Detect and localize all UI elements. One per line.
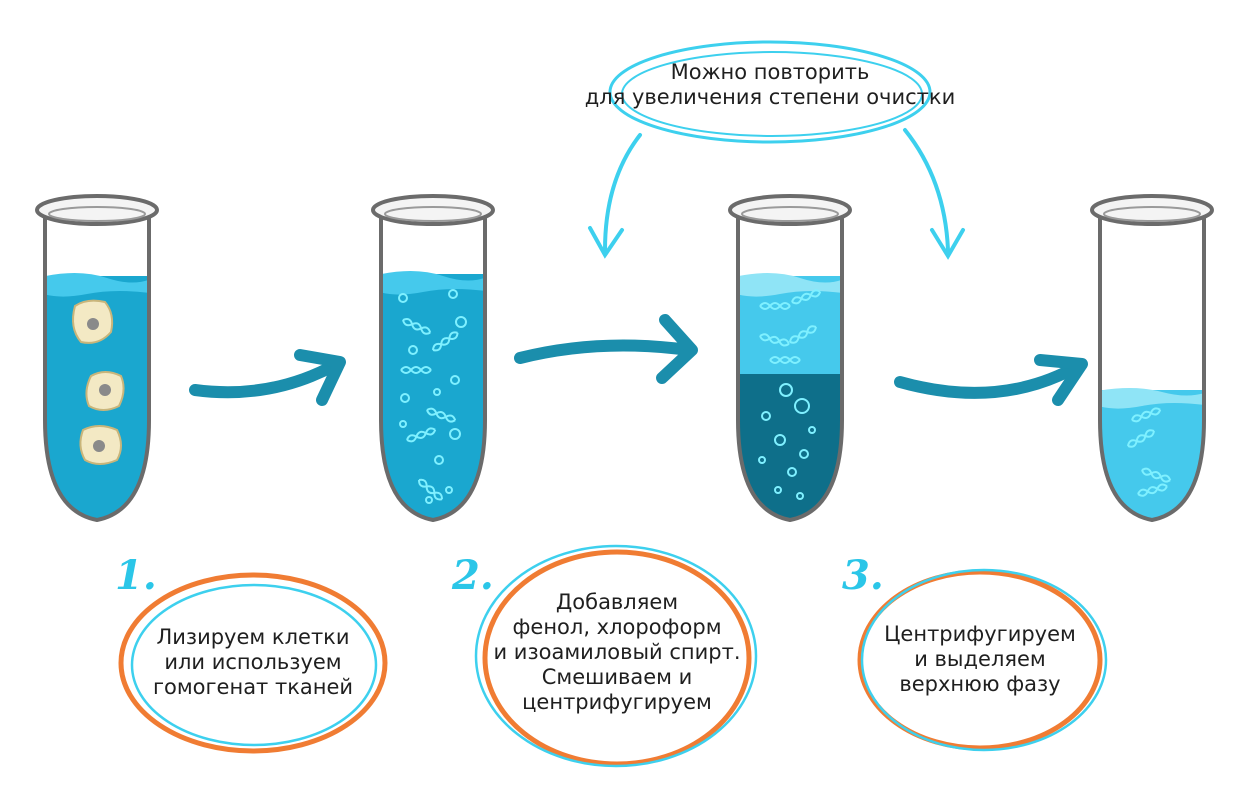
step-3-number: 3. bbox=[842, 552, 884, 599]
repeat-arrow-right bbox=[903, 128, 965, 260]
process-arrow-1 bbox=[189, 349, 346, 406]
step-1-line: или используем bbox=[164, 650, 342, 674]
step-3-text: Центрифугируем и выделяем верхнюю фазу bbox=[875, 622, 1085, 697]
step-3-line: и выделяем bbox=[914, 647, 1046, 671]
step-1-line: гомогенат тканей bbox=[152, 675, 354, 699]
repeat-arrow-left bbox=[588, 133, 642, 259]
repeat-note-bubble bbox=[608, 40, 932, 144]
cell-icon bbox=[79, 425, 122, 465]
dna-fragments bbox=[398, 289, 467, 504]
step-3-line: верхнюю фазу bbox=[899, 672, 1061, 696]
step-2-line: Добавляем bbox=[555, 590, 679, 614]
tube-2 bbox=[371, 194, 495, 523]
tube-1 bbox=[35, 194, 159, 523]
step-1-number: 1. bbox=[115, 552, 157, 599]
process-arrow-3 bbox=[894, 354, 1088, 406]
repeat-note-text: Можно повторить для увеличения степени о… bbox=[560, 60, 980, 110]
cell-icon bbox=[72, 299, 114, 344]
step-2-line: фенол, хлороформ bbox=[512, 615, 722, 639]
tube-3 bbox=[728, 194, 852, 523]
step-1-bubble bbox=[118, 572, 388, 754]
step-2-line: центрифугируем bbox=[522, 690, 712, 714]
step-2-text: Добавляем фенол, хлороформ и изоамиловый… bbox=[482, 590, 752, 715]
step-3-line: Центрифугируем bbox=[884, 622, 1076, 646]
step-2-line: и изоамиловый спирт. bbox=[493, 640, 741, 664]
step-1-line: Лизируем клетки bbox=[156, 625, 350, 649]
repeat-note-line: Можно повторить bbox=[670, 60, 870, 84]
process-arrow-2 bbox=[514, 314, 698, 384]
tube-4 bbox=[1090, 194, 1214, 523]
step-2-number: 2. bbox=[452, 552, 494, 599]
step-1-text: Лизируем клетки или используем гомогенат… bbox=[148, 625, 358, 700]
step-3-bubble bbox=[857, 568, 1108, 752]
cell-icon bbox=[85, 371, 125, 411]
step-2-line: Смешиваем и bbox=[541, 665, 693, 689]
protein-debris bbox=[758, 383, 816, 500]
step-2-bubble bbox=[474, 544, 758, 768]
repeat-note-line: для увеличения степени очистки bbox=[584, 85, 956, 109]
